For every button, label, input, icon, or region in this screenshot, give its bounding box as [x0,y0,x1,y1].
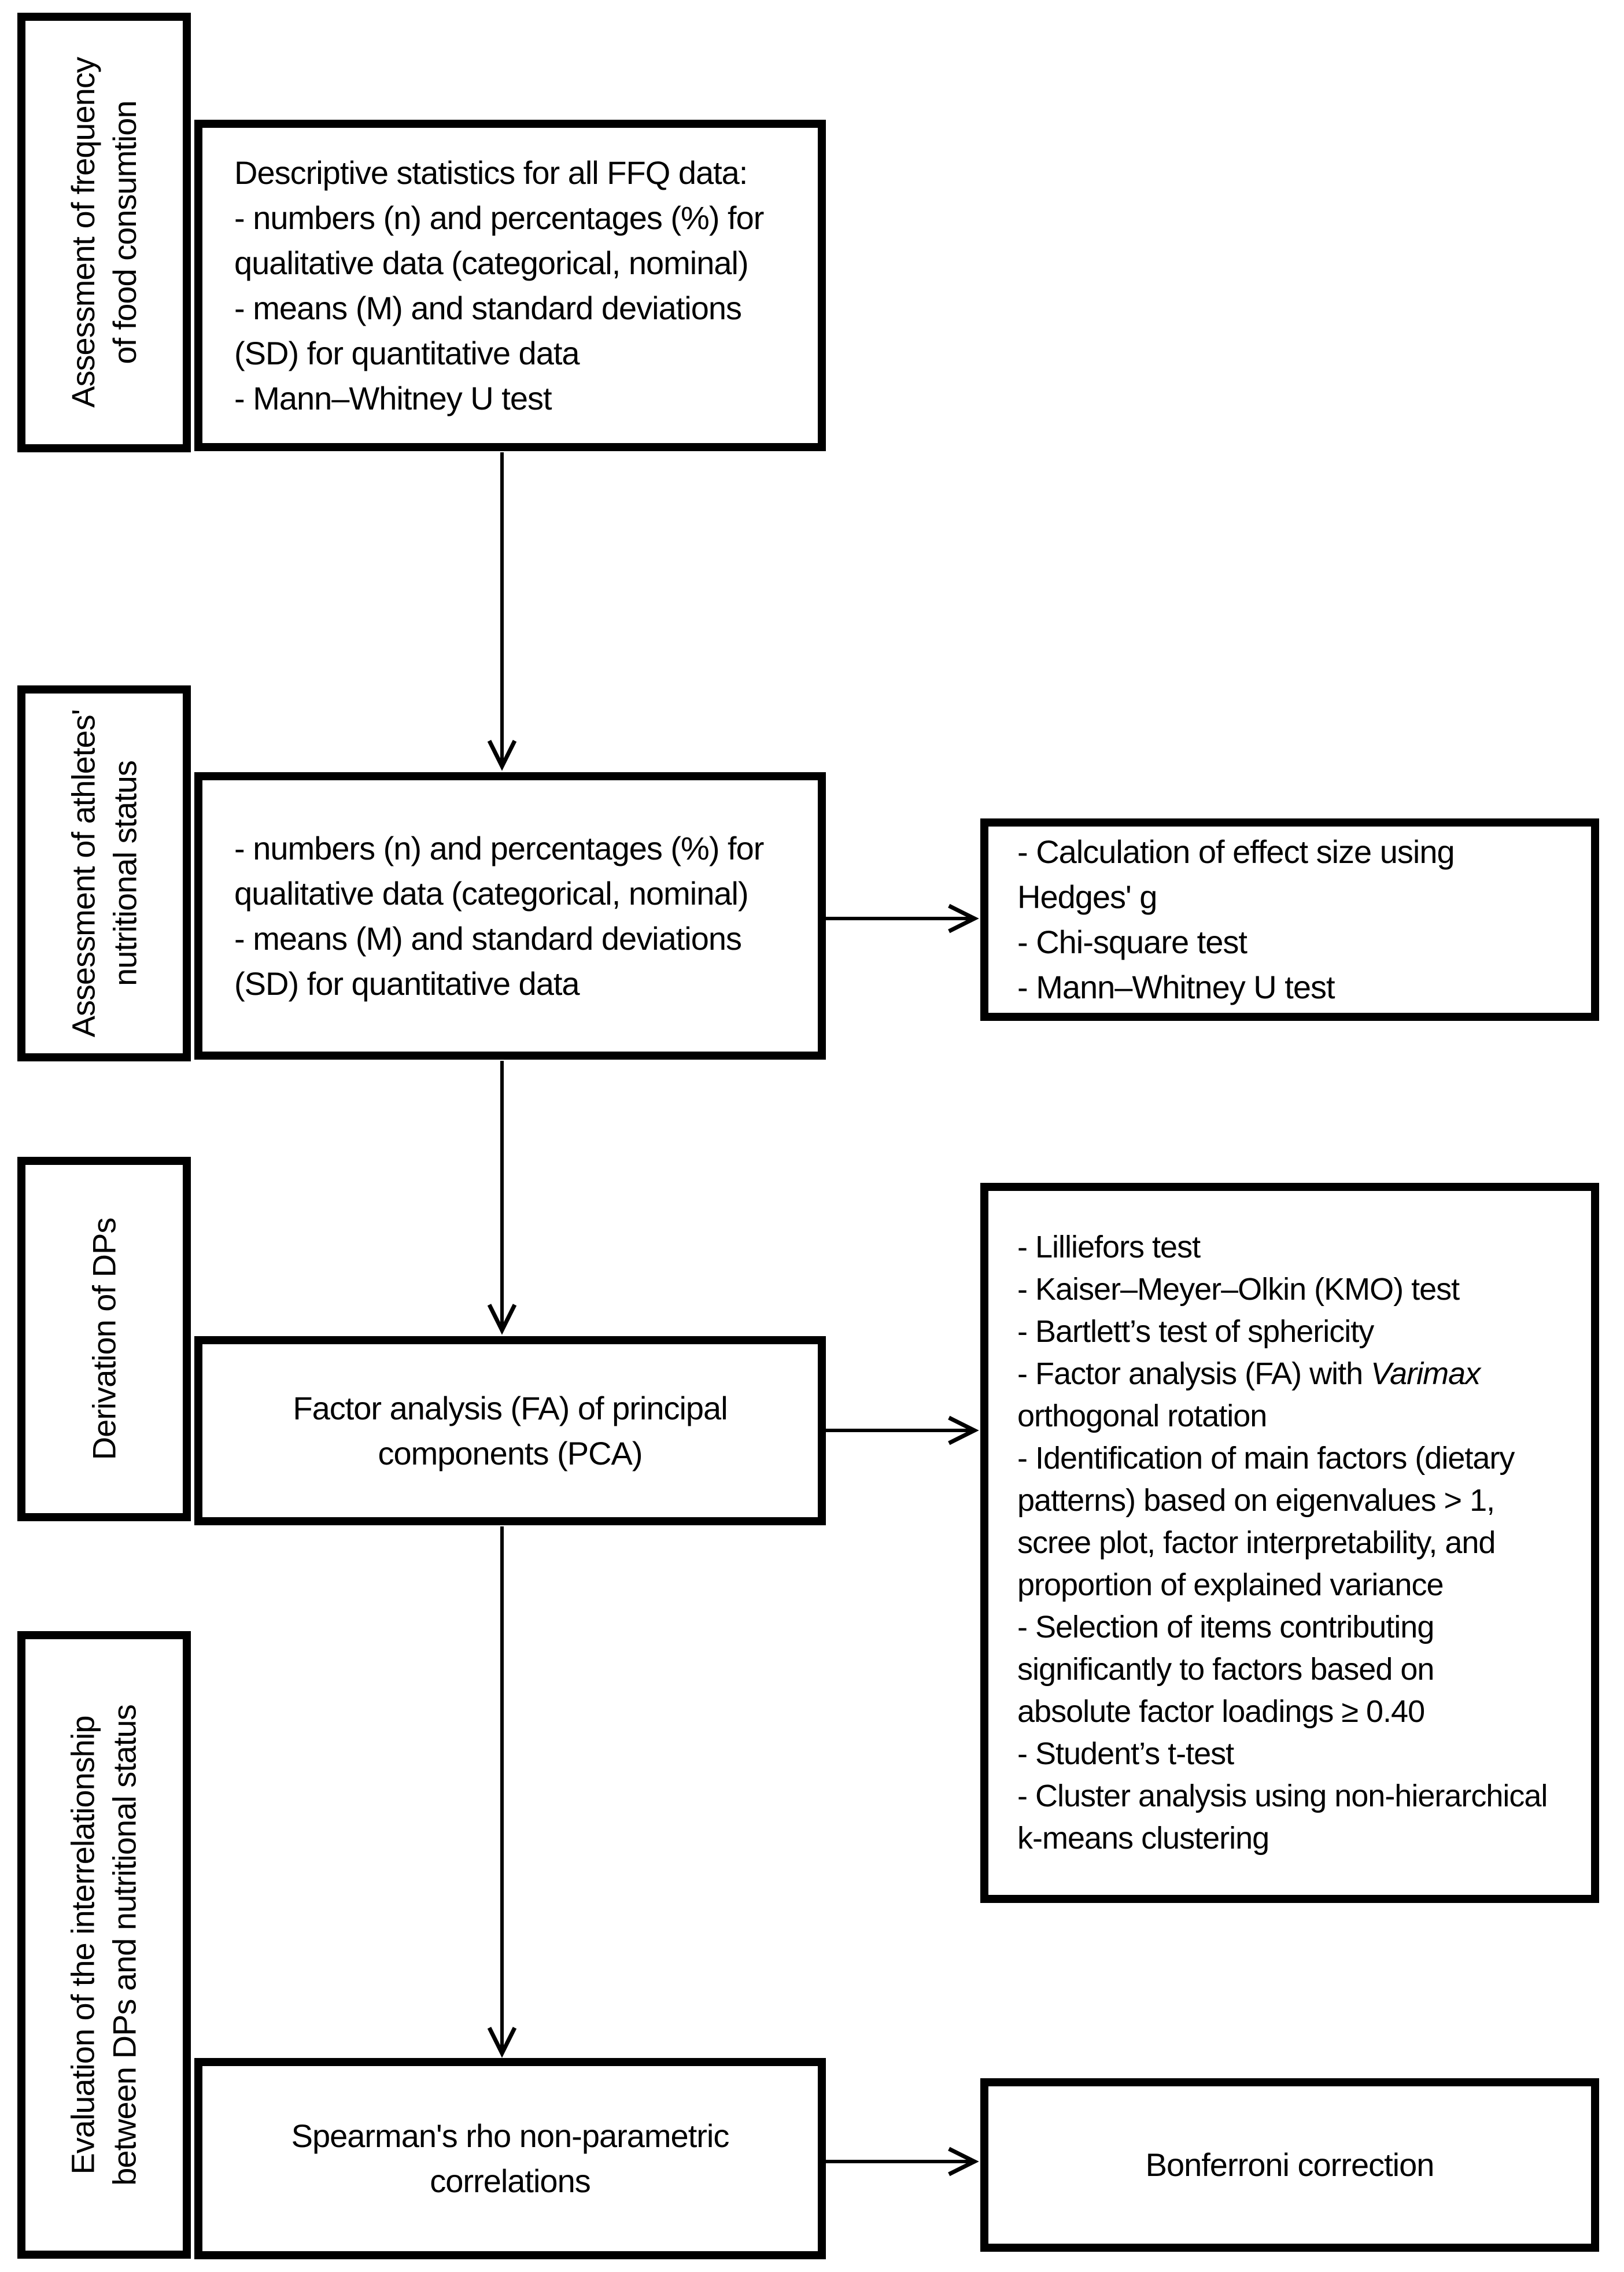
stage-label-derivation-dps: Derivation of DPs [86,1218,123,1460]
flow-box-descriptive-statistics: Descriptive statistics for all FFQ data:… [194,120,826,451]
flow-box-descriptive-statistics-text: Descriptive statistics for all FFQ data:… [234,154,764,416]
stage-label-food-consumption: Assessment of frequency of food consumti… [65,57,143,408]
detail-box-effect-size-tests: - Calculation of effect size using Hedge… [980,818,1599,1021]
stage-label-interrelationship: Evaluation of the interrelationship betw… [65,1704,143,2186]
flow-box-nutritional-status-statistics: - numbers (n) and percentages (%) for qu… [194,772,826,1060]
stage-label-box-interrelationship: Evaluation of the interrelationship betw… [17,1631,191,2259]
detail-box-fa-procedures-text: - Lilliefors test - Kaiser–Meyer–Olkin (… [1017,1230,1548,1856]
detail-box-bonferroni-correction-text: Bonferroni correction [1145,2146,1435,2183]
detail-box-fa-procedures: - Lilliefors test - Kaiser–Meyer–Olkin (… [980,1183,1599,1903]
detail-box-bonferroni-correction: Bonferroni correction [980,2078,1599,2252]
stage-label-box-nutritional-status: Assessment of athletes' nutritional stat… [17,685,191,1061]
flow-box-factor-analysis-text: Factor analysis (FA) of principal compon… [293,1389,728,1471]
flow-box-spearman-correlations: Spearman's rho non-parametric correlatio… [194,2058,826,2259]
flow-box-nutritional-status-statistics-text: - numbers (n) and percentages (%) for qu… [234,829,764,1002]
flow-box-spearman-correlations-text: Spearman's rho non-parametric correlatio… [291,2118,730,2199]
flow-box-factor-analysis: Factor analysis (FA) of principal compon… [194,1336,826,1525]
stage-label-box-food-consumption: Assessment of frequency of food consumti… [17,13,191,452]
stage-label-nutritional-status: Assessment of athletes' nutritional stat… [65,709,143,1038]
detail-box-effect-size-tests-text: - Calculation of effect size using Hedge… [1017,833,1455,1005]
stage-label-box-derivation-dps: Derivation of DPs [17,1157,191,1521]
